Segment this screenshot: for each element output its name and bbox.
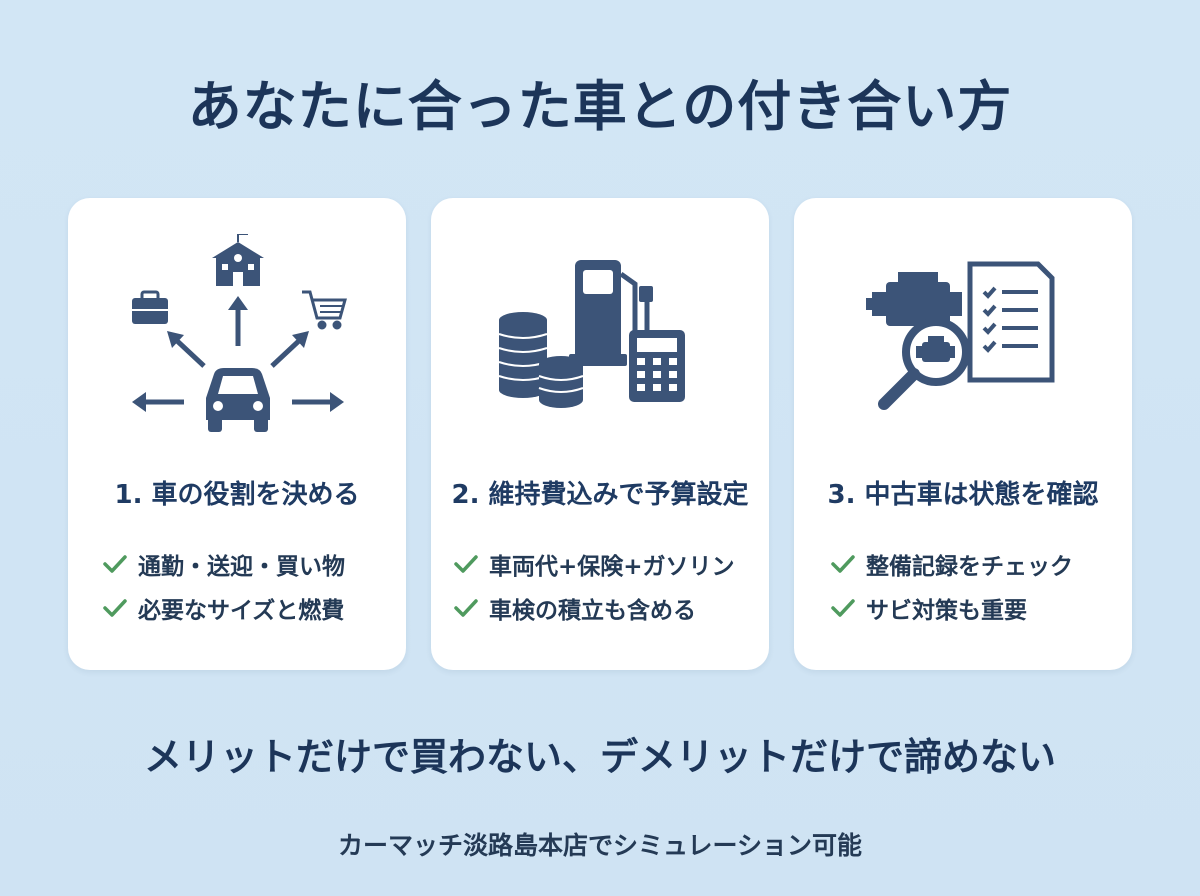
bullet-text: 必要なサイズと燃費 xyxy=(138,598,345,624)
bullet-list: 整備記録をチェック サビ対策も重要 xyxy=(794,542,1132,630)
bullet-list: 通勤・送迎・買い物 必要なサイズと燃費 xyxy=(68,542,406,630)
footer-note: カーマッチ淡路島本店でシミュレーション可能 xyxy=(337,831,862,860)
check-icon xyxy=(103,599,127,617)
card-heading: 3. 中古車は状態を確認 xyxy=(827,480,1099,510)
card-heading: 1. 車の役割を決める xyxy=(114,480,360,510)
budget-fuel-icon xyxy=(498,260,685,408)
page-title: あなたに合った車との付き合い方 xyxy=(187,75,1013,138)
engine-icon xyxy=(866,272,962,326)
bullet-text: 通勤・送迎・買い物 xyxy=(138,554,345,580)
list-item: 車検の積立も含める xyxy=(431,586,769,630)
bullet-text: 整備記録をチェック xyxy=(866,554,1073,580)
list-item: 通勤・送迎・買い物 xyxy=(68,542,406,586)
check-icon xyxy=(831,555,855,573)
bullet-text: 車検の積立も含める xyxy=(489,598,696,624)
tagline: メリットだけで買わない、デメリットだけで諦めない xyxy=(143,735,1056,779)
list-item: 整備記録をチェック xyxy=(794,542,1132,586)
inspection-icon xyxy=(866,261,1055,410)
school-icon xyxy=(212,234,264,286)
bullet-list: 車両代+保険+ガソリン 車検の積立も含める xyxy=(431,542,769,630)
bullet-text: 車両代+保険+ガソリン xyxy=(489,554,735,580)
card-car-role: 1. 車の役割を決める 通勤・送迎・買い物 必要なサイズと燃費 xyxy=(68,198,406,670)
card-heading: 2. 維持費込みで予算設定 xyxy=(451,480,749,510)
document-icon xyxy=(967,261,1055,383)
list-item: サビ対策も重要 xyxy=(794,586,1132,630)
magnifier-icon xyxy=(878,318,970,410)
card-budget: 2. 維持費込みで予算設定 車両代+保険+ガソリン 車検の積立も含める xyxy=(431,198,769,670)
card-inspection: 3. 中古車は状態を確認 整備記録をチェック サビ対策も重要 xyxy=(794,198,1132,670)
car-roles-icon xyxy=(132,234,347,432)
check-icon xyxy=(454,555,478,573)
list-item: 車両代+保険+ガソリン xyxy=(431,542,769,586)
calculator-icon xyxy=(629,330,685,402)
car-icon xyxy=(206,368,270,432)
shopping-cart-icon xyxy=(302,290,347,330)
briefcase-icon xyxy=(132,290,168,324)
check-icon xyxy=(454,599,478,617)
list-item: 必要なサイズと燃費 xyxy=(68,586,406,630)
coins-icon xyxy=(498,312,584,408)
check-icon xyxy=(831,599,855,617)
bullet-text: サビ対策も重要 xyxy=(866,598,1027,624)
check-icon xyxy=(103,555,127,573)
